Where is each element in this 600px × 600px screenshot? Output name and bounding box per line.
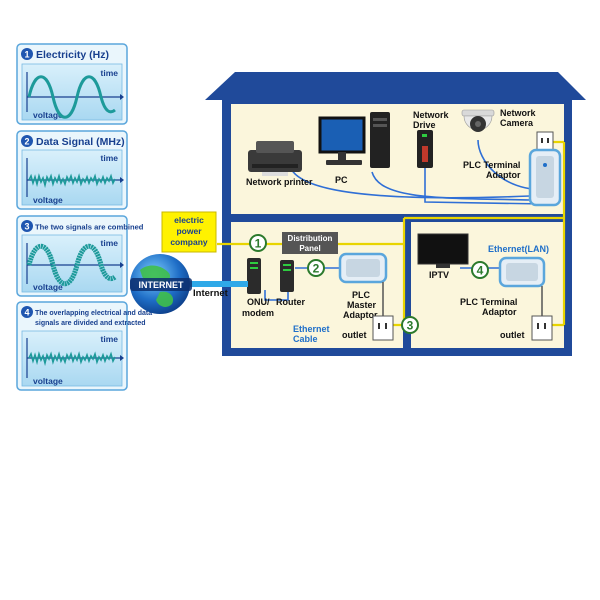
step-3-badge: 3	[401, 316, 419, 334]
distribution-panel: Distribution Panel	[282, 232, 338, 254]
network-drive-label-1: Network	[413, 110, 450, 120]
pc: PC	[318, 112, 390, 185]
network-camera-label-1: Network	[500, 108, 537, 118]
network-camera-label-2: Camera	[500, 118, 534, 128]
panel-title: Data Signal (MHz)	[36, 136, 125, 148]
plc-master-label-1: PLC	[352, 290, 371, 300]
ethernet-cable-label-2: Cable	[293, 334, 318, 344]
network-drive-label-2: Drive	[413, 120, 436, 130]
axis-time-label: time	[101, 153, 119, 163]
step-2-badge: 2	[307, 259, 325, 277]
onu-label-2: modem	[242, 308, 274, 318]
plc-terminal-top-label-2: Adaptor	[486, 170, 521, 180]
data-signal-wave	[28, 173, 116, 189]
axis-voltage-label: voltage	[33, 376, 63, 386]
plc-master-adaptor: PLC Master Adaptor	[338, 252, 388, 320]
plc-master-label-2: Master	[347, 300, 377, 310]
panel-number-badge	[21, 48, 33, 60]
panel-divided: 4 The overlapping electrical and data si…	[16, 301, 152, 391]
router: Router	[276, 260, 305, 307]
outlet-lower-right: outlet	[500, 286, 553, 341]
network-printer: Network printer	[246, 141, 313, 187]
iptv: IPTV	[417, 233, 469, 280]
distribution-label-1: Distribution	[288, 234, 333, 243]
panel-title-line2: signals are divided and extracted	[35, 320, 146, 327]
panel-combined: 3 The two signals are combined time volt…	[16, 215, 144, 297]
electricity-wave	[27, 75, 116, 119]
internet-globe: INTERNET	[130, 254, 192, 314]
combined-wave	[26, 243, 117, 287]
panel-number: 3	[24, 222, 29, 232]
plc-terminal-right-label-2: Adaptor	[482, 307, 517, 317]
axis-time-label: time	[101, 238, 119, 248]
svg-text:2: 2	[313, 262, 320, 276]
step-1-badge: 1	[249, 234, 267, 252]
onu-modem: ONU/ modem	[242, 258, 274, 318]
svg-text:4: 4	[477, 264, 484, 278]
plc-master-label-3: Adaptor	[343, 310, 378, 320]
globe-label: INTERNET	[139, 280, 185, 290]
plc-terminal-top: PLC Terminal Adaptor	[463, 148, 562, 207]
svg-text:3: 3	[407, 319, 414, 333]
company-label-3: company	[170, 237, 208, 247]
router-label: Router	[276, 297, 305, 307]
axis-voltage-label: voltage	[33, 110, 63, 120]
panel-number: 4	[24, 308, 29, 318]
outlet-upper	[536, 131, 554, 153]
electric-power-company: electric power company	[161, 211, 217, 253]
plc-terminal-right-label-1: PLC Terminal	[460, 297, 517, 307]
extracted-signal-wave	[28, 351, 116, 367]
panel-number: 1	[24, 50, 29, 60]
company-label-1: electric	[174, 215, 204, 225]
panel-title: The two signals are combined	[35, 223, 144, 232]
plc-terminal-right: PLC Terminal Adaptor	[460, 256, 546, 317]
panel-data-signal: 2 Data Signal (MHz) time voltage	[16, 130, 128, 210]
network-drive: Network Drive	[413, 110, 450, 168]
ethernet-cable-label-1: Ethernet	[293, 324, 330, 334]
step-4-badge: 4	[471, 261, 489, 279]
outlet-left-label: outlet	[342, 330, 367, 340]
outlet-right-label: outlet	[500, 330, 525, 340]
internet-label: Internet	[193, 288, 229, 299]
svg-text:1: 1	[255, 237, 262, 251]
axis-voltage-label: voltage	[33, 282, 63, 292]
panel-number: 2	[24, 137, 29, 147]
panel-electricity: 1 Electricity (Hz) time voltage	[16, 43, 128, 125]
company-label-2: power	[176, 226, 202, 236]
network-camera: Network Camera	[461, 108, 537, 132]
outlet-lower-left: outlet	[342, 282, 394, 341]
axis-voltage-label: voltage	[33, 195, 63, 205]
network-printer-label: Network printer	[246, 177, 313, 187]
iptv-label: IPTV	[429, 270, 449, 280]
axis-time-label: time	[101, 334, 119, 344]
ethernet-lan-label: Ethernet(LAN)	[488, 244, 549, 254]
panel-title-line1: The overlapping electrical and data	[35, 310, 152, 317]
panel-title: Electricity (Hz)	[36, 49, 109, 61]
pc-label: PC	[335, 175, 348, 185]
plc-terminal-top-label-1: PLC Terminal	[463, 160, 520, 170]
distribution-label-2: Panel	[299, 244, 320, 253]
onu-label-1: ONU/	[247, 297, 270, 307]
axis-time-label: time	[101, 68, 119, 78]
